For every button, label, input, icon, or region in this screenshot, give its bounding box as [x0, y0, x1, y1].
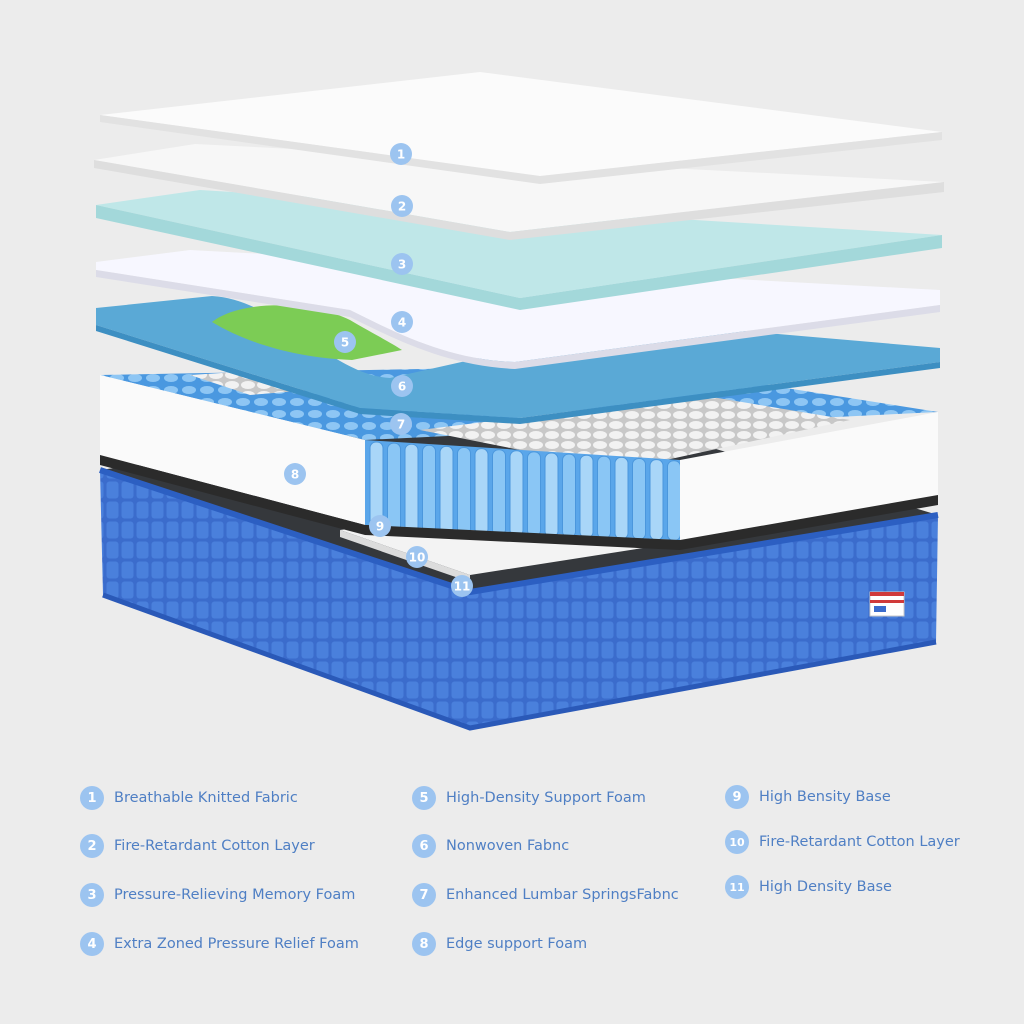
diagram-badge-number: 10 [409, 551, 426, 565]
legend-number-badge: 4 [80, 932, 104, 956]
diagram-badge-circle [391, 195, 413, 217]
legend-item: 10 Fire-Retardant Cotton Layer [725, 827, 960, 857]
legend-label: High Bensity Base [759, 789, 891, 805]
diagram-badge-circle [369, 515, 391, 537]
legend: 1 Breathable Knitted Fabric 2 Fire-Retardan… [0, 780, 1024, 1000]
diagram-badge-number: 6 [398, 380, 406, 394]
legend-label: Pressure-Relieving Memory Foam [114, 887, 356, 903]
diagram-badge-number: 1 [397, 148, 405, 162]
spring-coil [404, 443, 419, 534]
spring-coil [387, 442, 401, 534]
diagram-badge-number: 9 [376, 520, 384, 534]
spring-coil [579, 454, 594, 539]
diagram-badge-circle [284, 463, 306, 485]
diagram-badge-number: 11 [454, 580, 471, 594]
edge-foam-right [680, 412, 938, 540]
diagram-number-badges: 1 2 3 4 5 6 7 8 9 10 11 [284, 143, 473, 597]
legend-label: Breathable Knitted Fabric [114, 790, 298, 806]
legend-number-badge: 3 [80, 883, 104, 907]
legend-item: 7 Enhanced Lumbar SpringsFabnc [412, 880, 679, 910]
legend-number-badge: 8 [412, 932, 436, 956]
legend-label: Enhanced Lumbar SpringsFabnc [446, 887, 679, 903]
legend-number-badge: 2 [80, 834, 104, 858]
legend-item: 11 High Density Base [725, 872, 892, 902]
legend-number-badge: 5 [412, 786, 436, 810]
base-left-face [100, 470, 470, 728]
spring-coil [457, 447, 471, 535]
legend-item: 1 Breathable Knitted Fabric [80, 783, 298, 813]
spring-coil [597, 455, 611, 539]
spring-coil [667, 460, 681, 542]
legend-number-badge: 6 [412, 834, 436, 858]
diagram-badge-number: 3 [398, 258, 406, 272]
legend-label: Fire-Retardant Cotton Layer [114, 838, 315, 854]
legend-item: 9 High Bensity Base [725, 782, 891, 812]
legend-label: Edge support Foam [446, 936, 588, 952]
diagram-badge-circle [390, 413, 412, 435]
mattress-exploded-diagram: 1 2 3 4 5 6 7 8 9 10 11 [94, 72, 944, 731]
diagram-badge-circle [406, 546, 428, 568]
legend-label: Nonwoven Fabnc [446, 838, 570, 854]
legend-item: 6 Nonwoven Fabnc [412, 831, 569, 861]
legend-label: High Density Base [759, 879, 892, 895]
edge-foam-left [100, 375, 365, 525]
diagram-badge-circle [451, 575, 473, 597]
legend-number-badge: 10 [725, 830, 749, 854]
diagram-badge-circle [391, 311, 413, 333]
spring-coil [632, 458, 646, 540]
diagram-badge-circle [391, 375, 413, 397]
diagram-badge-circle [391, 253, 413, 275]
spring-coil [422, 444, 436, 534]
spring-coil-columns [369, 441, 681, 542]
diagram-badge-number: 8 [291, 468, 299, 482]
spring-coil [544, 452, 559, 538]
base-black-strip [100, 455, 938, 550]
diagram-badge-number: 7 [397, 418, 405, 432]
diagram-badge-circle [390, 143, 412, 165]
legend-label: High-Density Support Foam [446, 790, 646, 806]
spring-coil [474, 448, 489, 536]
spring-coil [492, 449, 506, 537]
legend-number-badge: 11 [725, 875, 749, 899]
spring-coil [509, 450, 524, 537]
spring-coil [649, 459, 664, 541]
legend-number-badge: 9 [725, 785, 749, 809]
legend-item: 3 Pressure-Relieving Memory Foam [80, 880, 355, 910]
legend-item: 8 Edge support Foam [412, 929, 587, 959]
memory-foam-layer [96, 190, 942, 298]
legend-item: 4 Extra Zoned Pressure Relief Foam [80, 929, 359, 959]
legend-number-badge: 1 [80, 786, 104, 810]
spring-coil [614, 456, 629, 540]
flag-tag [869, 591, 905, 617]
legend-label: Fire-Retardant Cotton Layer [759, 834, 960, 850]
legend-number-badge: 7 [412, 883, 436, 907]
cotton-layer [94, 144, 944, 232]
knitted-fabric-layer [100, 72, 942, 176]
diagram-badge-number: 2 [398, 200, 406, 214]
spring-coil [562, 453, 576, 539]
legend-label: Extra Zoned Pressure Relief Foam [114, 936, 359, 952]
diagram-badge-number: 5 [341, 336, 349, 350]
legend-item: 2 Fire-Retardant Cotton Layer [80, 831, 315, 861]
legend-item: 5 High-Density Support Foam [412, 783, 646, 813]
spring-coil [439, 445, 454, 535]
base-right-face [470, 515, 938, 728]
spring-coil [527, 451, 541, 537]
diagram-badge-number: 4 [398, 316, 406, 330]
diagram-badge-circle [334, 331, 356, 353]
